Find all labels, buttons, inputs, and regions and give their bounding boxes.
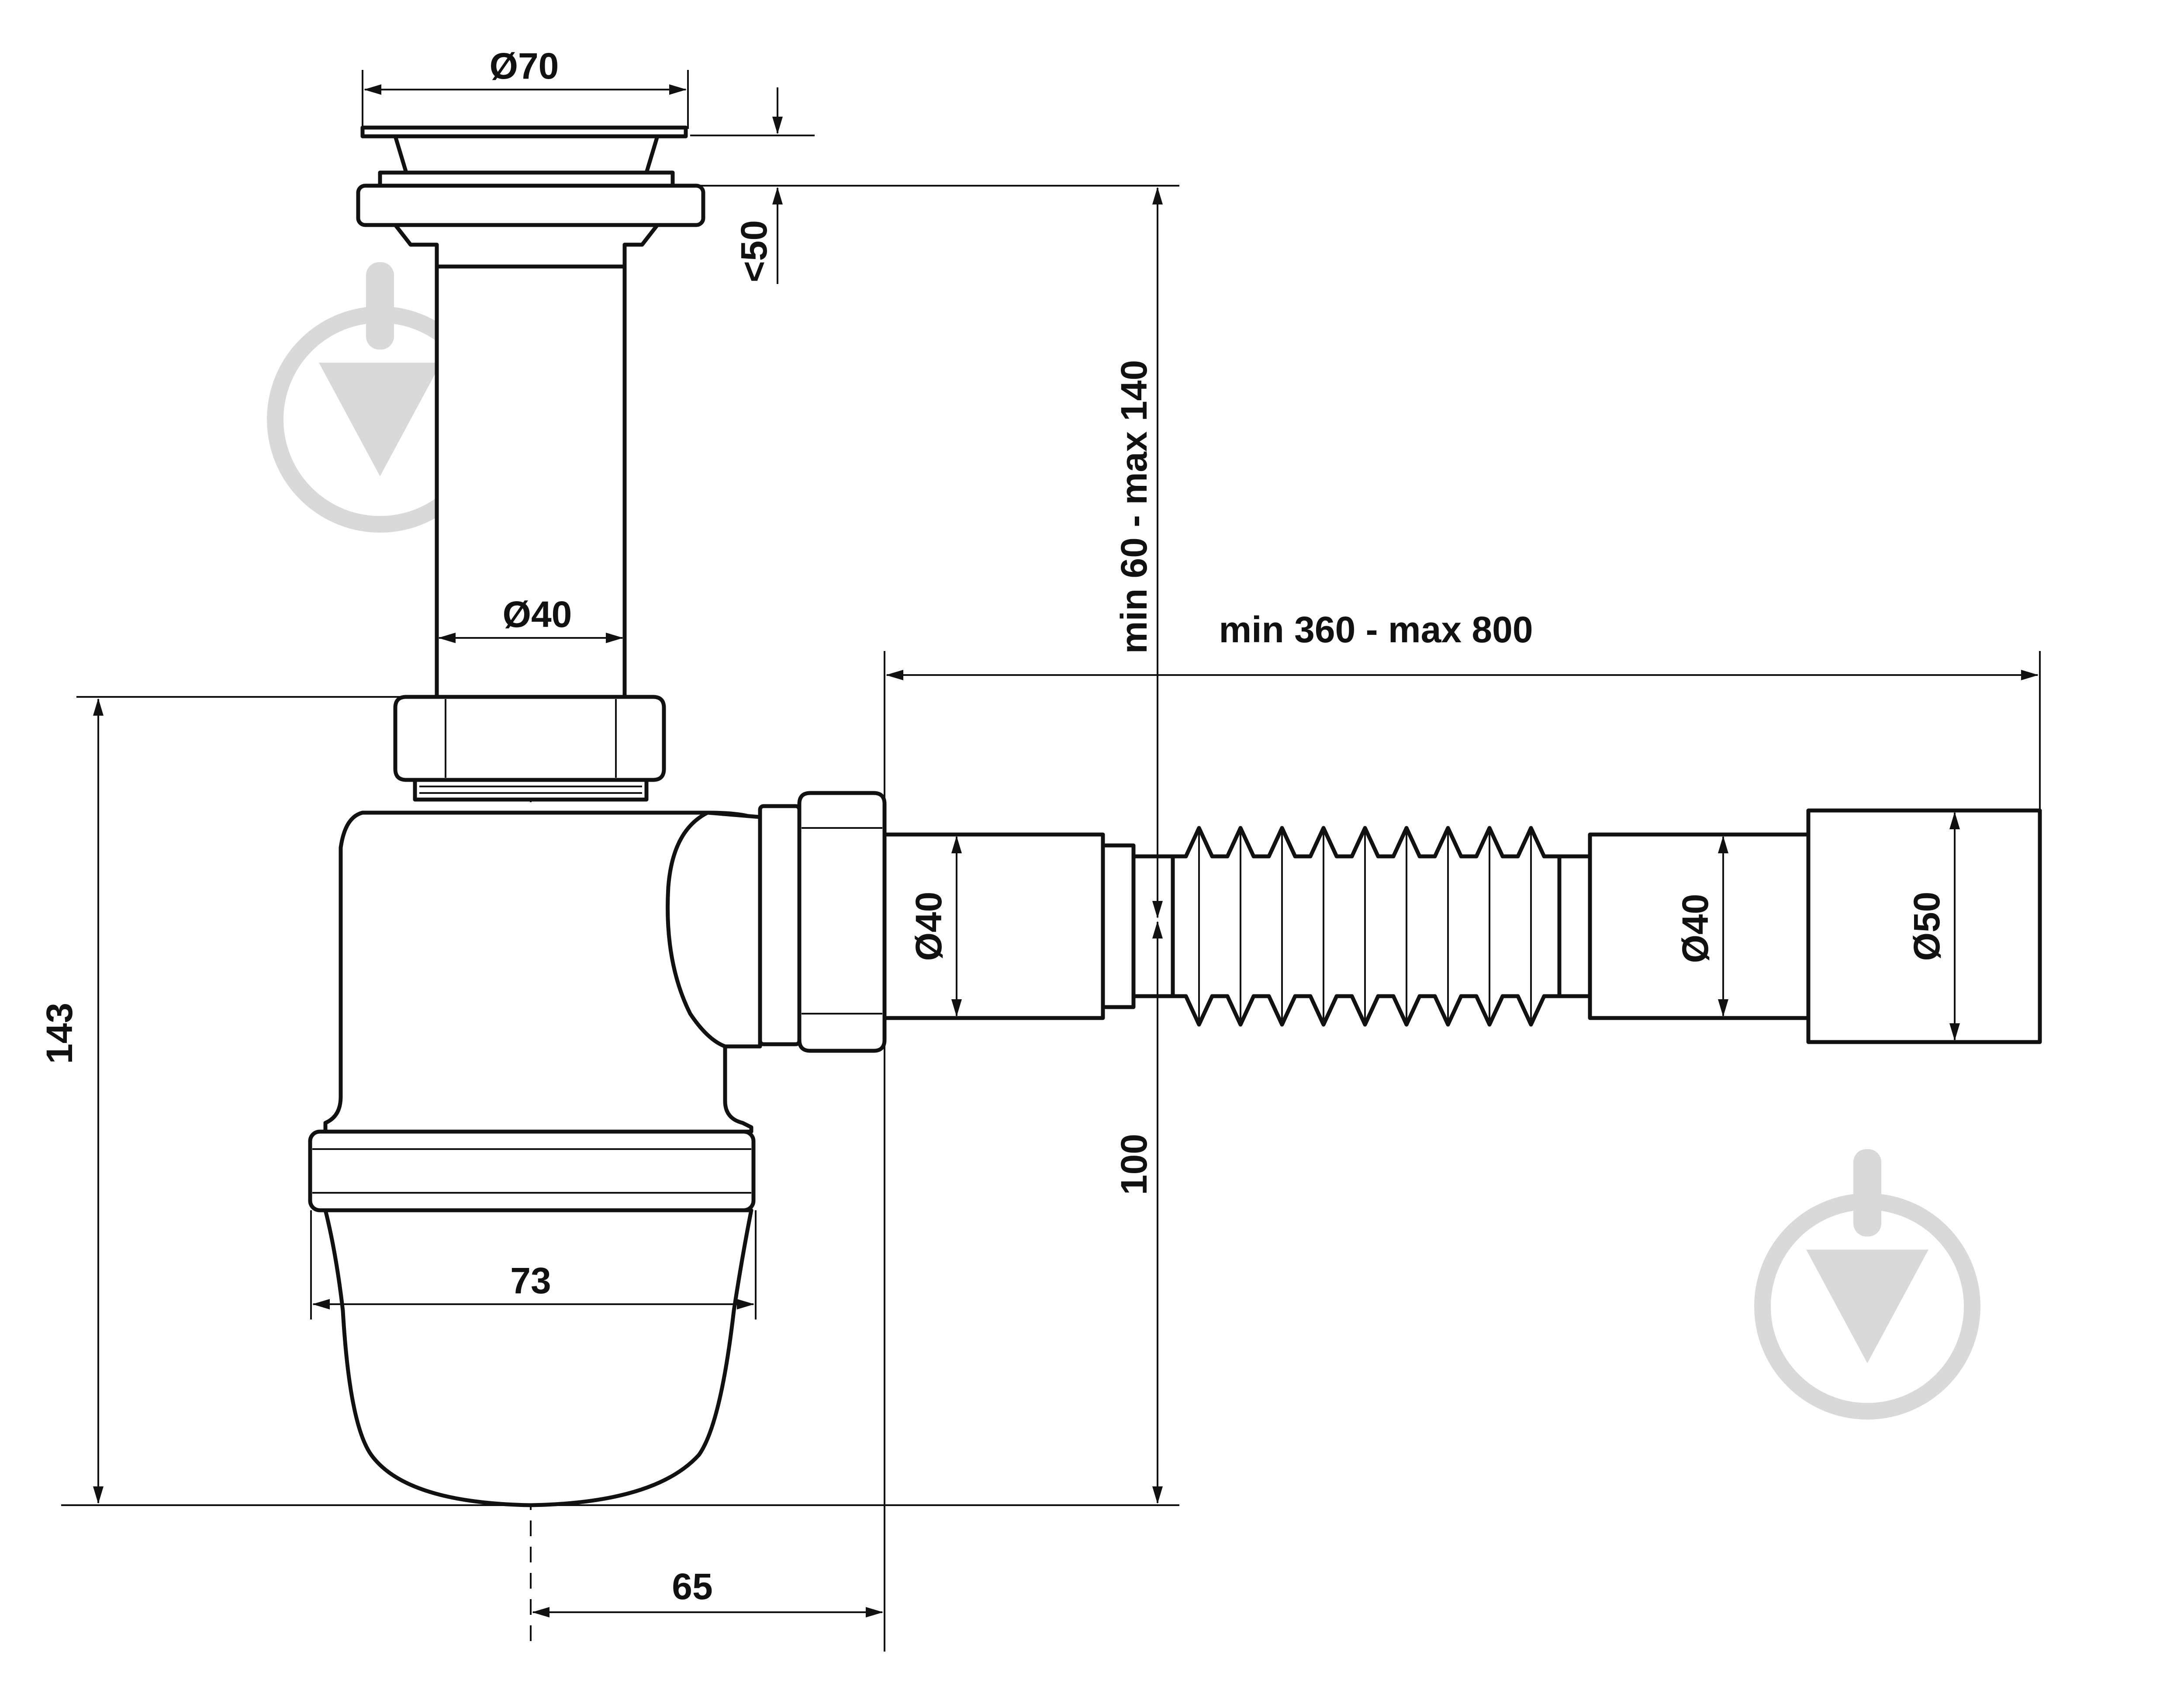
dim-offset-label: 65	[672, 1566, 712, 1607]
hose-end-ring	[1557, 854, 1592, 998]
vertical-pipe	[435, 264, 627, 699]
dim-top-diameter: Ø70	[362, 45, 689, 129]
dim-length-range-label: min 360 - max 800	[1219, 609, 1533, 650]
dim-flange-height: <50	[664, 87, 1179, 284]
dim-height-range: min 60 - max 140	[1113, 187, 1163, 918]
dim-outlet-diameter-left: Ø40	[908, 836, 962, 1017]
dim-outlet-diameter-right: Ø40	[1675, 836, 1728, 1017]
dim-pipe-diameter: Ø40	[438, 594, 623, 643]
drain-plug	[356, 125, 705, 269]
top-nut	[393, 695, 666, 802]
dim-pipe-diameter-label: Ø40	[503, 594, 572, 635]
outlet-pipe	[882, 832, 1105, 1020]
dim-end-diameter: Ø50	[1906, 812, 1960, 1041]
dim-length-range: min 360 - max 800	[884, 609, 2041, 1652]
dim-end-diameter-label: Ø50	[1906, 892, 1947, 961]
outlet-ring-small	[1131, 854, 1175, 998]
bowl-band	[308, 1129, 756, 1212]
dim-flange-height-label: <50	[733, 220, 774, 283]
dim-outlet-diameter-right-label: Ø40	[1675, 894, 1716, 963]
outlet-ring	[1101, 843, 1136, 1009]
siphon-body	[323, 804, 802, 1134]
dim-outlet-height-label: 100	[1113, 1134, 1154, 1195]
dim-outlet-height: 100	[1113, 921, 1163, 1504]
dim-offset: 65	[532, 1566, 883, 1617]
dim-top-diameter-label: Ø70	[490, 45, 559, 87]
dim-total-height: 143	[39, 696, 1179, 1506]
hose-end-cuff	[1806, 808, 2042, 1044]
dim-bowl-width-label: 73	[510, 1260, 551, 1301]
bowl-bottom	[323, 1208, 753, 1507]
dim-total-height-label: 143	[39, 1003, 80, 1064]
watermark-logo-icon	[1754, 1149, 1980, 1420]
dim-bowl-width: 73	[310, 1210, 757, 1319]
corrugated-hose	[1171, 826, 1562, 1027]
hose-end-pipe	[1588, 832, 1811, 1020]
dim-height-range-label: min 60 - max 140	[1113, 360, 1154, 654]
outlet-nut	[797, 791, 887, 1053]
dim-outlet-diameter-left-label: Ø40	[908, 892, 949, 961]
